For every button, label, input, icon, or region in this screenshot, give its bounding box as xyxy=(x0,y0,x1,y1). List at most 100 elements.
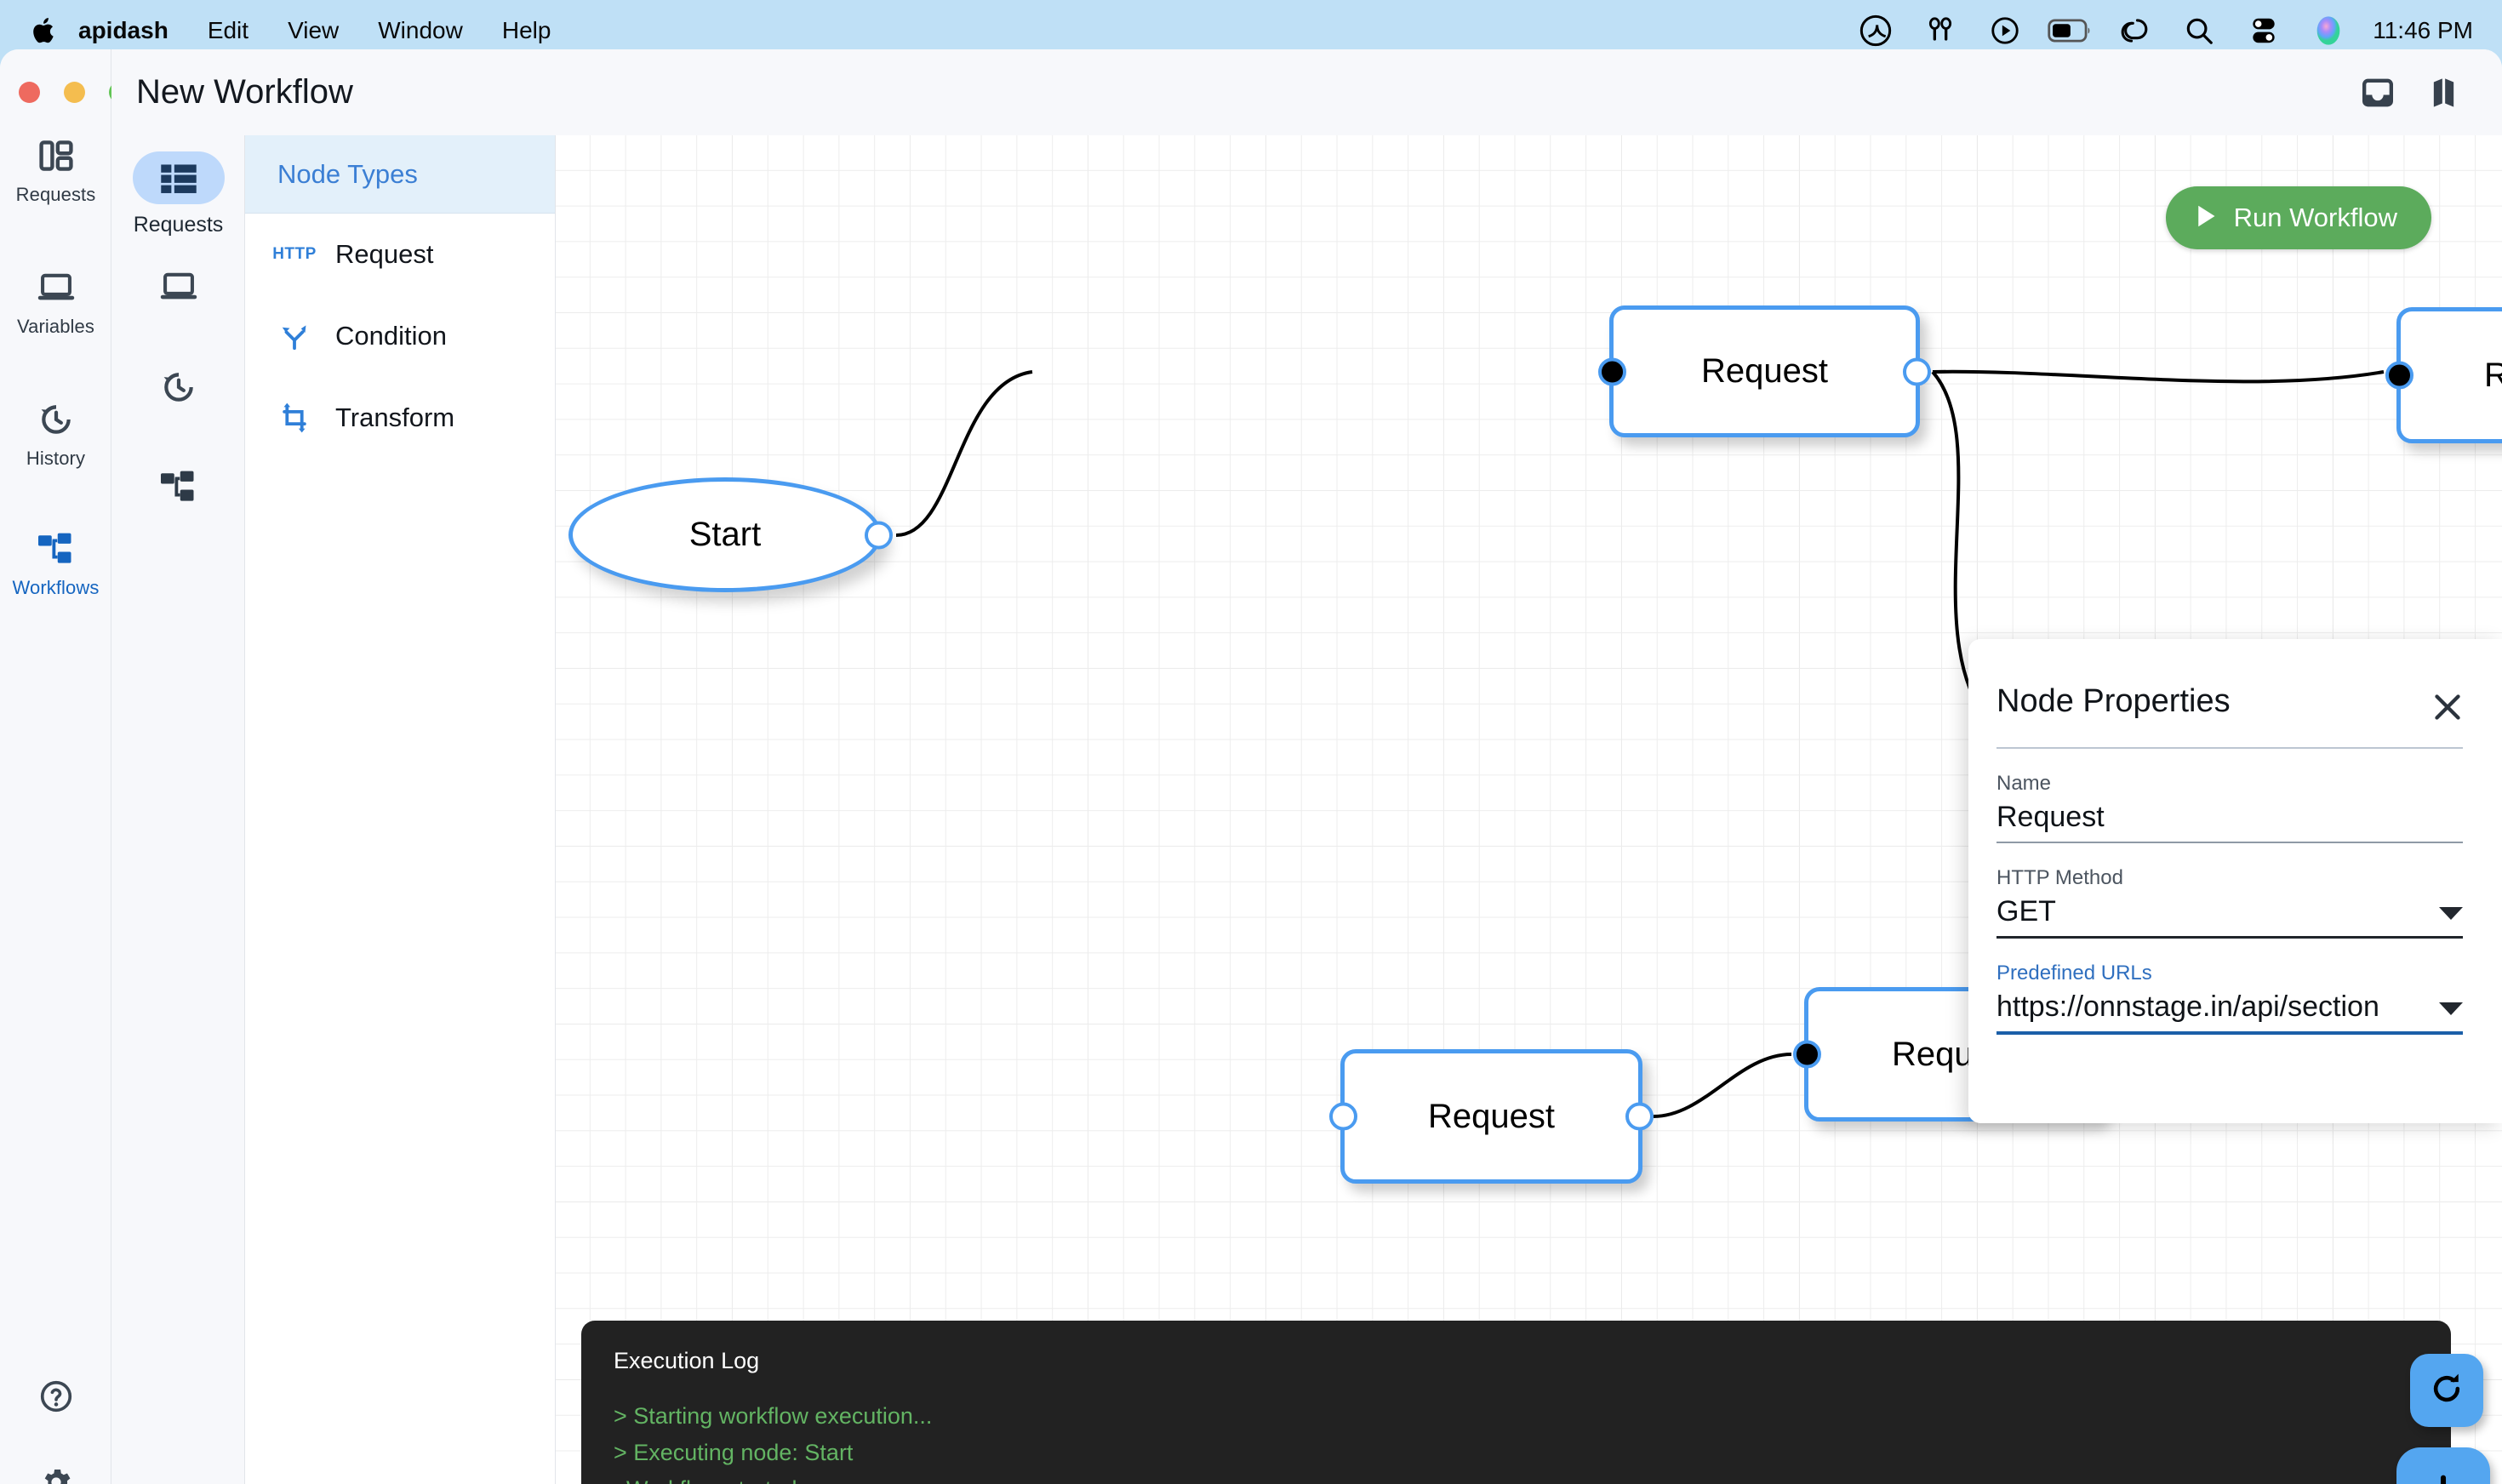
node-types-title: Node Types xyxy=(277,158,418,189)
workflow-node-request-5[interactable]: Request xyxy=(1329,1049,1654,1184)
field-underline xyxy=(1996,842,2463,843)
history-clock-icon xyxy=(37,398,75,441)
node-input-port[interactable] xyxy=(2385,361,2413,390)
creative-cloud-icon[interactable] xyxy=(1843,14,1908,48)
workflow-node-request-2[interactable]: Request xyxy=(2385,307,2502,443)
sidebar-item-workflows[interactable]: Workflows xyxy=(0,528,111,599)
workflow-header-bar: New Workflow xyxy=(111,49,2502,135)
list-rows-icon xyxy=(132,151,225,204)
add-fab[interactable] xyxy=(2396,1447,2490,1484)
menu-bar-clock[interactable]: 11:46 PM xyxy=(2373,17,2473,43)
rail-item-requests[interactable]: Requests xyxy=(111,151,245,237)
field-label-http-method: HTTP Method xyxy=(1996,866,2123,889)
field-label-predefined-urls: Predefined URLs xyxy=(1996,962,2152,985)
sidebar-item-variables[interactable]: Variables xyxy=(0,266,111,338)
node-type-label-request: Request xyxy=(335,239,434,269)
workflow-nodes-icon xyxy=(37,528,76,570)
minimize-window-button[interactable] xyxy=(64,82,85,103)
node-label: Request xyxy=(2484,356,2502,394)
airpods-icon[interactable] xyxy=(1908,14,1973,48)
node-output-port[interactable] xyxy=(865,521,893,549)
rail-item-history[interactable] xyxy=(111,361,245,414)
spotlight-search-icon[interactable] xyxy=(2167,14,2231,47)
workflow-nodes-icon xyxy=(133,460,225,513)
refresh-icon xyxy=(2428,1370,2465,1412)
play-triangle-icon xyxy=(2195,204,2217,232)
battery-icon[interactable] xyxy=(2037,18,2102,43)
field-http-method: HTTP Method GET xyxy=(1996,866,2463,939)
sidebar-item-requests[interactable]: Requests xyxy=(0,134,111,206)
run-workflow-button[interactable]: Run Workflow xyxy=(2165,186,2431,249)
menu-item-apidash[interactable]: apidash xyxy=(78,17,169,43)
history-clock-icon xyxy=(133,361,225,414)
rail-item-workflows[interactable] xyxy=(111,460,245,513)
transform-crop-icon xyxy=(276,402,313,434)
sidebar-label-workflows: Workflows xyxy=(12,577,100,598)
page-title: New Workflow xyxy=(136,73,353,111)
execution-log-line: > Starting workflow execution... xyxy=(614,1403,933,1429)
control-center-icon[interactable] xyxy=(2231,14,2296,47)
workflow-node-request-1[interactable]: Request xyxy=(1598,305,1931,437)
now-playing-icon[interactable] xyxy=(1973,14,2037,47)
plus-icon xyxy=(2421,1470,2465,1484)
app-window: Requests Variables History Workflows xyxy=(0,49,2502,1484)
node-type-label-transform: Transform xyxy=(335,402,455,432)
workflow-node-start[interactable]: Start xyxy=(568,477,893,592)
field-underline xyxy=(1996,1031,2463,1035)
node-input-port[interactable] xyxy=(1793,1040,1821,1069)
node-type-label-condition: Condition xyxy=(335,321,447,351)
menu-bar-status-area: 11:46 PM xyxy=(1843,14,2473,48)
map-icon[interactable] xyxy=(2431,76,2461,110)
chevron-down-icon xyxy=(2439,1002,2463,1015)
primary-sidebar-rail: Requests Variables History Workflows xyxy=(0,49,130,1484)
name-field[interactable]: Request xyxy=(1996,801,2463,842)
run-workflow-label: Run Workflow xyxy=(2233,203,2397,232)
execution-log-panel: Execution Log > Starting workflow execut… xyxy=(581,1321,2451,1484)
sidebar-item-history[interactable]: History xyxy=(0,398,111,470)
node-output-port[interactable] xyxy=(1903,357,1931,385)
inbox-icon[interactable] xyxy=(2361,76,2395,110)
node-type-transform[interactable]: Transform xyxy=(245,377,555,459)
help-circle-icon xyxy=(38,1375,74,1418)
apple-logo-icon[interactable] xyxy=(26,15,65,46)
node-input-port[interactable] xyxy=(1598,357,1626,385)
chevron-down-icon xyxy=(2439,907,2463,920)
node-label: Request xyxy=(1428,1097,1555,1135)
node-types-header: Node Types xyxy=(245,135,555,214)
siri-icon[interactable] xyxy=(2296,14,2361,48)
sidebar-label-variables: Variables xyxy=(17,316,94,337)
node-type-request[interactable]: HTTP Request xyxy=(245,214,555,295)
node-output-port[interactable] xyxy=(1625,1102,1654,1131)
screen-mirroring-icon[interactable] xyxy=(2102,14,2167,47)
rail-label-requests: Requests xyxy=(133,213,224,237)
settings-button[interactable] xyxy=(0,1461,111,1484)
close-window-button[interactable] xyxy=(19,82,40,103)
properties-divider xyxy=(1996,747,2463,749)
node-label: Start xyxy=(688,516,762,553)
execution-log-line: > Executing node: Start xyxy=(614,1440,854,1466)
menu-item-help[interactable]: Help xyxy=(501,17,551,43)
sidebar-label-history: History xyxy=(26,448,86,469)
branch-condition-icon xyxy=(276,320,313,352)
close-icon[interactable] xyxy=(2431,690,2465,724)
menu-item-view[interactable]: View xyxy=(288,17,340,43)
name-field-value: Request xyxy=(1996,801,2105,833)
http-method-select[interactable]: GET xyxy=(1996,895,2463,936)
menu-item-window[interactable]: Window xyxy=(378,17,463,43)
node-properties-panel: Node Properties Name Request HTTP Method… xyxy=(1968,639,2502,1123)
node-type-condition[interactable]: Condition xyxy=(245,295,555,377)
node-label: Request xyxy=(1701,352,1828,390)
help-button[interactable] xyxy=(0,1375,111,1418)
predefined-urls-select[interactable]: https://onnstage.in/api/section xyxy=(1996,990,2463,1031)
node-input-port[interactable] xyxy=(1329,1102,1357,1131)
rail-item-variables[interactable] xyxy=(111,260,245,313)
sidebar-label-requests: Requests xyxy=(15,184,96,205)
refresh-fab[interactable] xyxy=(2410,1354,2483,1427)
requests-dashboard-icon xyxy=(37,134,75,177)
menu-item-edit[interactable]: Edit xyxy=(207,17,249,43)
field-name: Name Request xyxy=(1996,772,2463,843)
execution-log-title: Execution Log xyxy=(614,1348,760,1373)
workflow-icon-rail: Requests xyxy=(111,135,245,1484)
laptop-icon xyxy=(37,266,76,309)
node-types-panel: Node Types HTTP Request Condition Transf… xyxy=(245,135,556,1484)
